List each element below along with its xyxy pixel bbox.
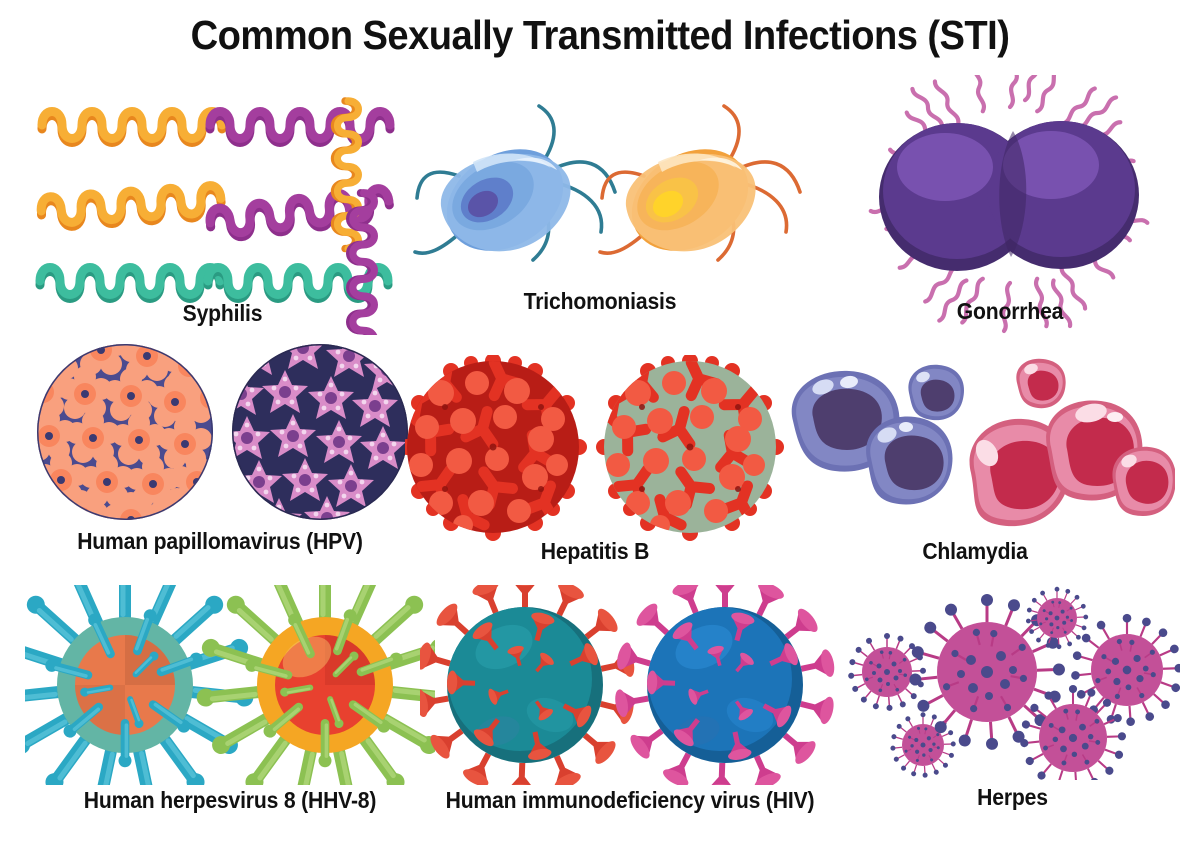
trichomoniasis-illustration <box>413 104 802 262</box>
herpes-illustration <box>845 580 1180 780</box>
gonorrhea-illustration <box>845 75 1175 335</box>
hepatitis-b-illustration <box>405 355 784 541</box>
chlamydia-illustration <box>791 358 1175 527</box>
caption-hhv8: Human herpesvirus 8 (HHV-8) <box>83 787 377 813</box>
infection-card-gonorrhea <box>845 75 1175 335</box>
caption-herpes: Herpes <box>977 784 1048 810</box>
caption-chlamydia: Chlamydia <box>922 538 1028 564</box>
infection-card-trichomoniasis <box>395 90 805 330</box>
infection-card-hhv8 <box>25 585 435 825</box>
page-title: Common Sexually Transmitted Infections (… <box>190 12 1010 58</box>
caption-hiv: Human immunodeficiency virus (HIV) <box>445 787 815 813</box>
infection-card-hpv <box>35 340 410 575</box>
infection-card-syphilis <box>30 85 415 335</box>
hiv-illustration <box>420 585 837 785</box>
infection-card-hiv <box>420 585 840 825</box>
hhv8-illustration <box>25 585 435 785</box>
hpv-illustration <box>37 344 408 520</box>
caption-hepatitis-b: Hepatitis B <box>540 538 650 564</box>
syphilis-illustration <box>30 85 415 335</box>
caption-hpv: Human papillomavirus (HPV) <box>77 528 363 554</box>
caption-gonorrhea: Gonorrhea <box>956 298 1064 324</box>
infection-card-chlamydia <box>775 355 1175 575</box>
caption-syphilis: Syphilis <box>182 300 263 326</box>
caption-trichomoniasis: Trichomoniasis <box>523 288 677 314</box>
infection-card-hepatitis-b <box>405 355 785 575</box>
